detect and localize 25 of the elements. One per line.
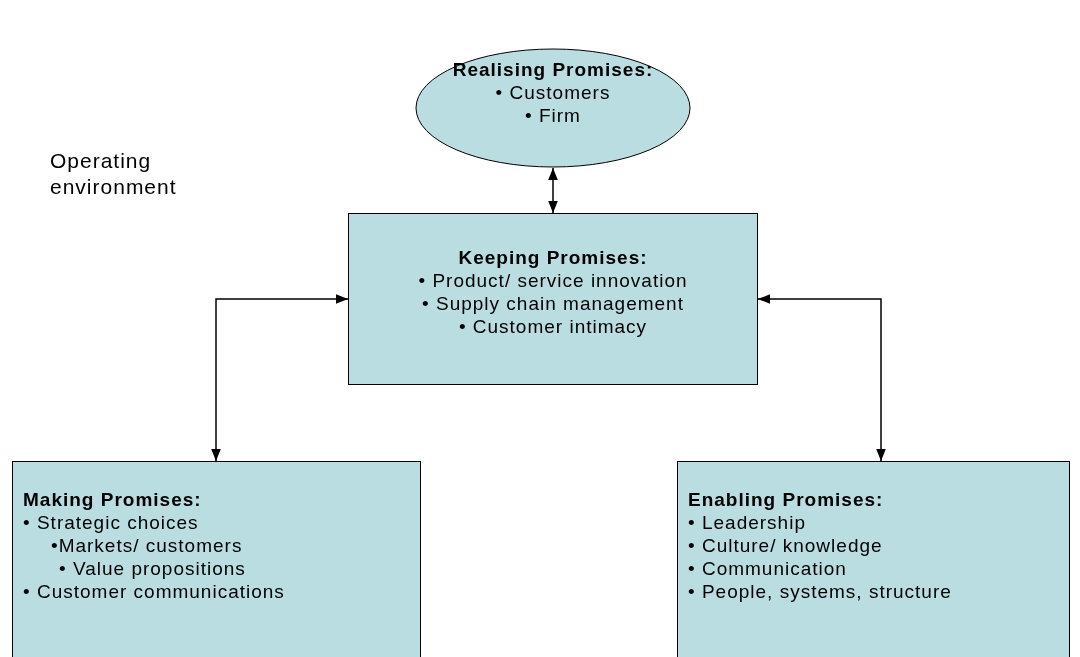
bullet-item: • Customer intimacy [458, 315, 648, 338]
bullet-item: • Customers [495, 81, 611, 104]
arrow [211, 294, 349, 462]
ellipse-node [415, 48, 691, 168]
bullet-item: • Leadership [688, 511, 806, 534]
arrow [757, 294, 886, 462]
node-heading: Making Promises: [23, 488, 202, 511]
bullet-item: • Strategic choices [23, 511, 199, 534]
arrow [548, 167, 558, 214]
note-text: Operating environment [50, 148, 178, 200]
bullet-item: • Culture/ knowledge [688, 534, 883, 557]
bullet-item: • Value propositions [58, 557, 246, 580]
bullet-item: • Firm [525, 104, 581, 127]
process-box [348, 213, 758, 385]
bullet-item: • People, systems, structure [688, 580, 952, 603]
bullet-item: •Markets/ customers [50, 534, 243, 557]
node-heading: Enabling Promises: [688, 488, 884, 511]
bullet-item: • Supply chain management [422, 292, 684, 315]
bullet-item: • Customer communications [23, 580, 285, 603]
bullet-item: • Communication [688, 557, 847, 580]
process-box [677, 461, 1070, 657]
node-heading: Keeping Promises: [458, 246, 648, 269]
bullet-item: • Product/ service innovation [418, 269, 688, 292]
process-box [12, 461, 421, 657]
node-heading: Realising Promises: [452, 58, 654, 81]
